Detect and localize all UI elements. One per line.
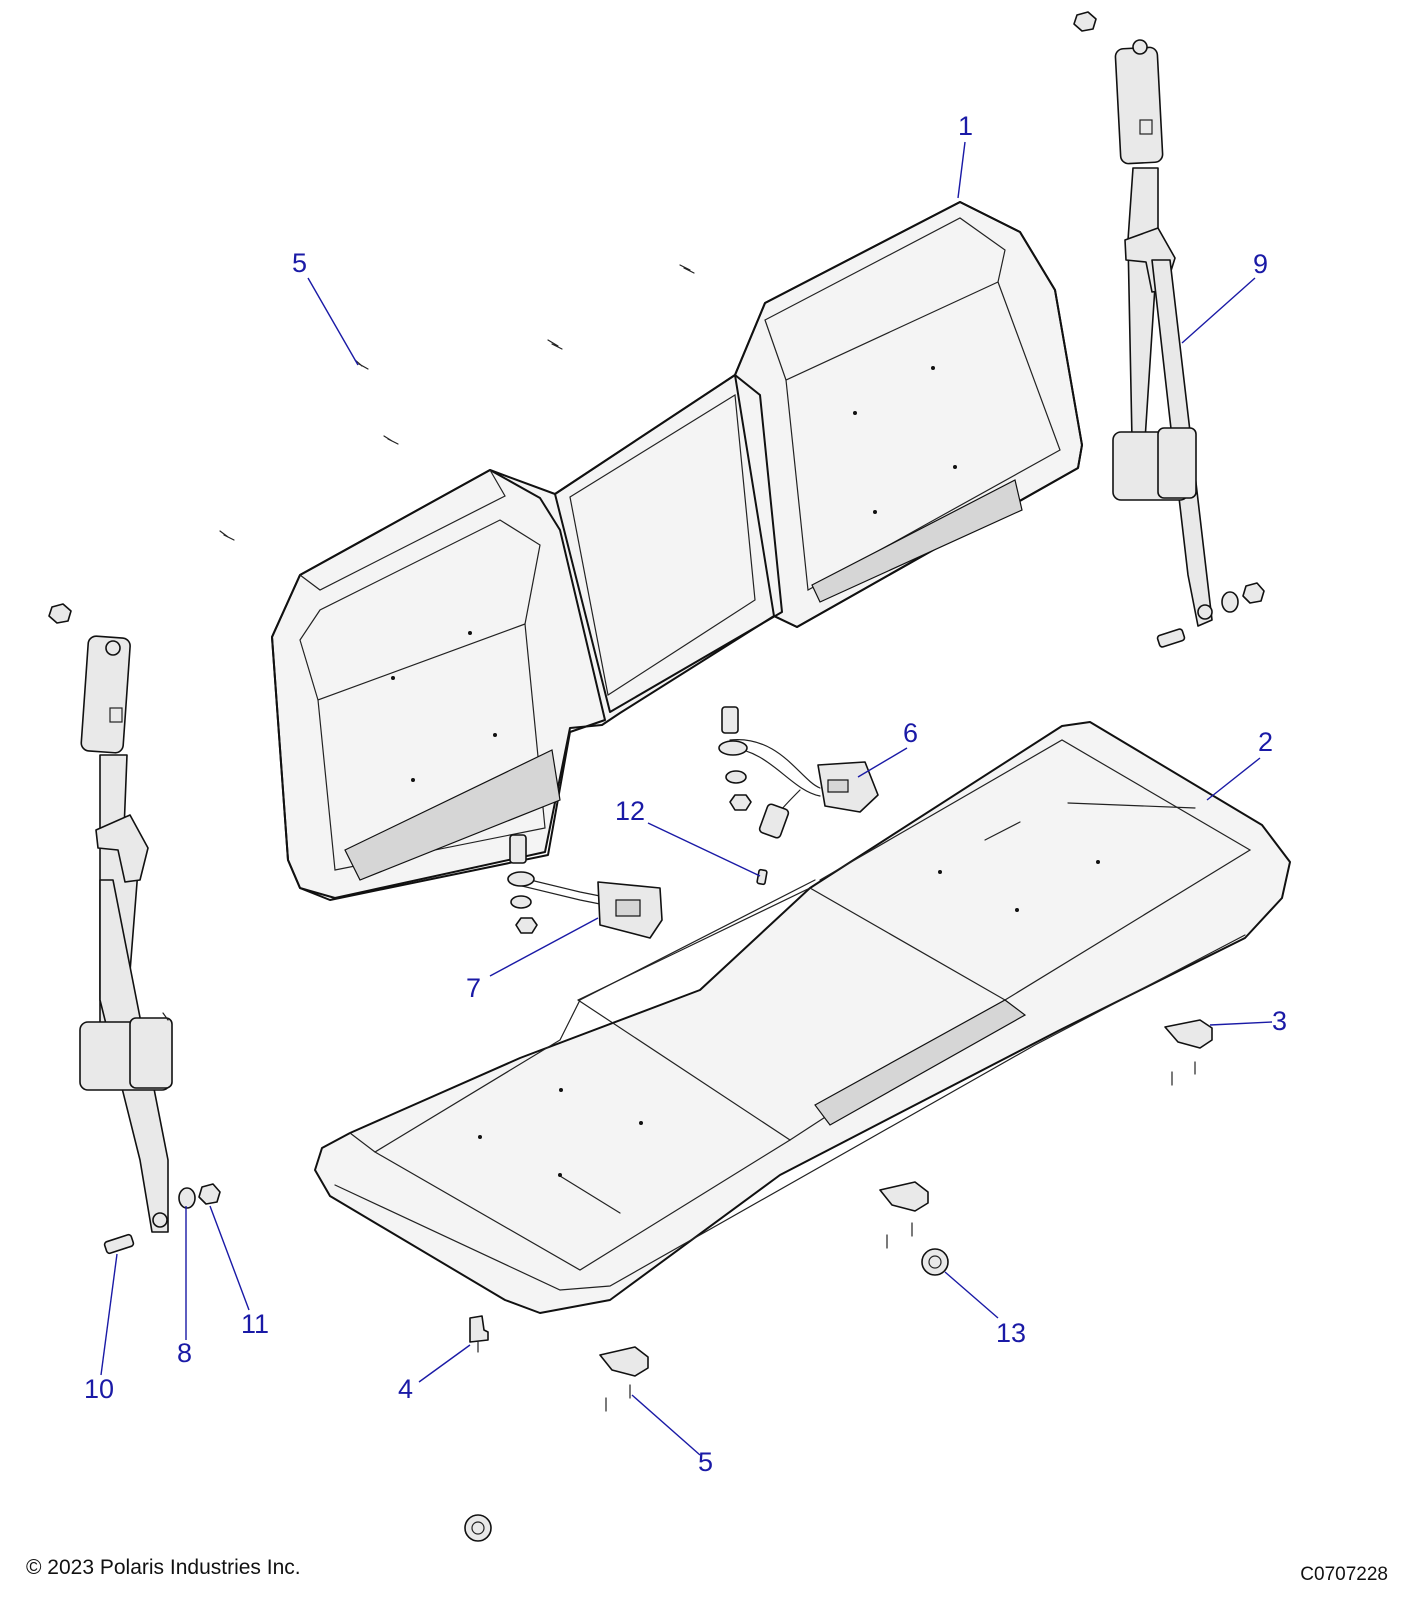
- leader-lines: [100, 141, 1273, 1456]
- buckle-assembly-6: [718, 706, 879, 839]
- callout-6: 6: [903, 718, 918, 748]
- left-seat-belt: [79, 635, 173, 1233]
- callout-13: 13: [996, 1318, 1026, 1348]
- seat-bottom: [314, 721, 1291, 1314]
- callout-12: 12: [615, 796, 645, 826]
- callouts: 1 2 3 4 5 5 6 7 8 9 10 11 12 13: [84, 111, 1287, 1477]
- seat-back: [271, 201, 1083, 901]
- callout-5-top: 5: [292, 248, 307, 278]
- callout-11: 11: [241, 1309, 269, 1339]
- hardware: [48, 11, 1265, 1542]
- callout-9: 9: [1253, 249, 1268, 279]
- callout-2: 2: [1258, 727, 1273, 757]
- callout-7: 7: [466, 973, 481, 1003]
- drawing-number: C0707228: [1300, 1564, 1388, 1585]
- callout-3: 3: [1272, 1006, 1287, 1036]
- callout-1: 1: [958, 111, 973, 141]
- copyright-text: © 2023 Polaris Industries Inc.: [26, 1556, 301, 1579]
- callout-4: 4: [398, 1374, 413, 1404]
- callout-10: 10: [84, 1374, 114, 1404]
- buckle-assembly-7: [507, 834, 663, 939]
- callout-5-bottom: 5: [698, 1447, 713, 1477]
- callout-8: 8: [177, 1338, 192, 1368]
- right-seat-belt: [1112, 39, 1213, 627]
